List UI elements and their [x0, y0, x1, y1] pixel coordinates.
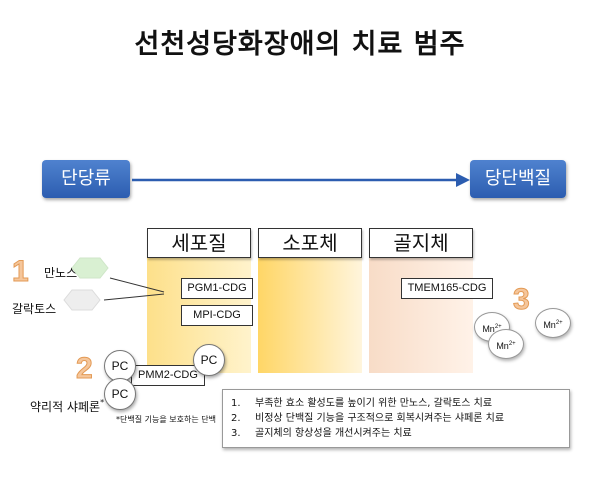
golgi-region — [369, 258, 473, 373]
galactose-hexagon — [63, 289, 101, 311]
treatment-list: 1.부족한 효소 활성도를 높이기 위한 만노스, 갈락토스 치료 2.비정상 … — [222, 389, 570, 448]
page-title: 선천성당화장애의 치료 범주 — [134, 29, 466, 60]
compartment-er: 소포체 — [258, 228, 362, 258]
label-pharmacological-chaperone: 약리적 샤페론* — [30, 398, 105, 414]
end-glycoprotein-box: 당단백질 — [470, 160, 566, 198]
sugar-arrows — [63, 257, 165, 311]
treatment-item: 2.비정상 단백질 기능을 구조적으로 회복시켜주는 샤페론 치료 — [231, 413, 505, 424]
manganese-ion-2: Mn2+ — [488, 329, 524, 359]
er-region — [258, 258, 362, 373]
number-one: 1 — [12, 255, 30, 289]
compartment-golgi: 골지체 — [369, 228, 473, 258]
enzyme-tmem165: TMEM165-CDG — [401, 278, 493, 299]
chaperone-pc-2: PC — [104, 378, 136, 410]
number-two: 2 — [76, 352, 94, 386]
chaperone-pc-3: PC — [193, 344, 225, 376]
chaperone-footnote: *단백질 기능을 보호하는 단백 — [116, 415, 216, 424]
pathway-arrow — [132, 173, 470, 187]
treatment-item: 3.골지체의 항상성을 개선시켜주는 치료 — [231, 428, 412, 439]
number-three: 3 — [513, 283, 531, 317]
manganese-ion-3: Mn2+ — [535, 308, 571, 338]
enzyme-pmm2: PMM2-CDG — [131, 365, 205, 386]
start-monosaccharide-box: 단당류 — [42, 160, 130, 198]
label-galactose: 갈락토스 — [12, 302, 57, 316]
compartment-cytosol: 세포질 — [147, 228, 251, 258]
mannose-hexagon — [71, 257, 109, 279]
enzyme-mpi: MPI-CDG — [181, 305, 253, 326]
enzyme-pgm1: PGM1-CDG — [181, 278, 253, 299]
treatment-item: 1.부족한 효소 활성도를 높이기 위한 만노스, 갈락토스 치료 — [231, 398, 493, 409]
chaperone-pc-1: PC — [104, 350, 136, 382]
label-mannose: 만노스 — [44, 266, 78, 280]
